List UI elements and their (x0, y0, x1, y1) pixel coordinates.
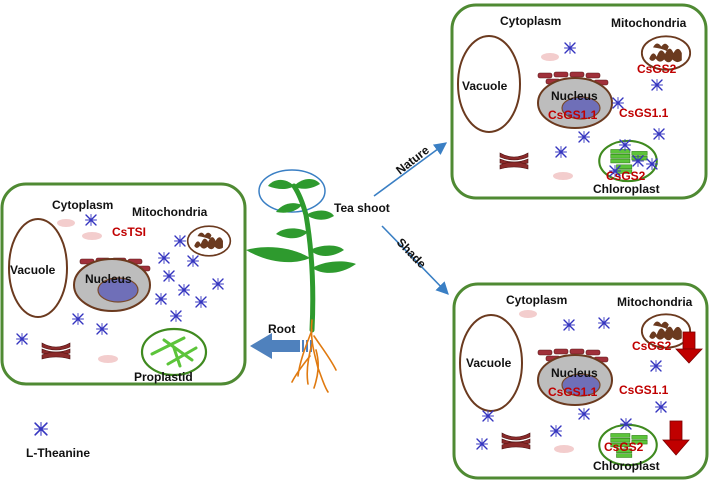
nature-nucleus-label: Nucleus (551, 89, 598, 103)
root-arrow-shape (250, 333, 300, 359)
theanine-icon (650, 360, 662, 372)
theanine-icon (476, 438, 488, 450)
root-arrow-label: Root (268, 322, 295, 336)
legend: L-Theanine (26, 422, 90, 460)
theanine-icon (612, 97, 624, 109)
shade-vacuole-label: Vacuole (466, 356, 512, 370)
shade-arrow-label: Shade (394, 235, 429, 271)
shade-nucleolus (561, 373, 601, 397)
nature-vesicles (541, 53, 573, 180)
theanine-icon (555, 146, 567, 158)
theanine-icon (96, 323, 108, 335)
theanine-icon (163, 270, 175, 282)
shade-mitochondria-label: Mitochondria (617, 295, 693, 309)
plant-roots (291, 319, 337, 393)
theanine-icon (178, 284, 190, 296)
tea-shoot-label: Tea shoot (334, 201, 390, 215)
theanine-icon (653, 128, 665, 140)
down-arrow-icon (662, 420, 690, 456)
theanine-icon (646, 158, 658, 170)
shade-cytoplasm-label: Cytoplasm (506, 293, 567, 307)
root-nucleolus (97, 277, 139, 303)
shade-arrow-line (381, 225, 449, 295)
root-proplastid-label: Proplastid (134, 370, 193, 384)
theanine-icon (482, 410, 494, 422)
theanine-icon (174, 235, 186, 247)
nature-arrow-line (373, 142, 448, 197)
legend-theanine-icon (34, 422, 48, 436)
theanine-icon (564, 42, 576, 54)
root-cytoplasm-label: Cytoplasm (52, 198, 113, 212)
tea-plant: Tea shoot (246, 169, 390, 393)
shade-arrow: Shade (381, 225, 449, 295)
nature-plastid-label: Chloroplast (593, 182, 660, 196)
nature-cytoplasm-label: Cytoplasm (500, 14, 561, 28)
root-arrow: Root (250, 322, 312, 359)
nature-mitochondria-label: Mitochondria (611, 16, 687, 30)
theanine-icon (598, 317, 610, 329)
root-cell: Cytoplasm Mitochondria CsTSI Vacuole Nuc… (0, 182, 247, 386)
theanine-icon (155, 293, 167, 305)
root-nucleus-label: Nucleus (85, 272, 132, 286)
theanine-icon (170, 310, 182, 322)
legend-label: L-Theanine (26, 446, 90, 460)
root-enzyme-cstsi: CsTSI (112, 225, 146, 239)
shade-mito-enzyme: CsGS2 (632, 339, 672, 353)
root-vesicles (57, 219, 118, 363)
theanine-icon (655, 401, 667, 413)
shade-plastid-label: Chloroplast (593, 459, 660, 473)
theanine-icon (620, 418, 632, 430)
shade-plastid-enzyme: CsGS2 (604, 440, 644, 454)
theanine-icon (212, 278, 224, 290)
down-arrow-icon (675, 331, 703, 364)
theanine-icon (550, 425, 562, 437)
theanine-icon (632, 155, 644, 167)
theanine-icon (651, 79, 663, 91)
nature-cell: Cytoplasm Mitochondria CsGS2 Vacuole Nuc… (450, 3, 708, 200)
proplastid-icon (140, 327, 208, 377)
nature-arrow: Nature (373, 142, 448, 197)
theanine-icon (195, 296, 207, 308)
root-mitochondria-label: Mitochondria (132, 205, 208, 219)
nature-arrow-label: Nature (393, 143, 432, 178)
shade-vesicles (519, 310, 574, 453)
tea-shoot-highlight (258, 169, 326, 213)
shade-vacuole (459, 314, 523, 412)
root-mitochondria-icon (186, 225, 232, 257)
plant-leaves (246, 179, 356, 273)
shade-nucleus-label: Nucleus (551, 366, 598, 380)
shade-cyto-enzyme: CsGS1.1 (619, 383, 669, 397)
theanine-icon (619, 139, 631, 151)
theanine-icon (72, 313, 84, 325)
theanine-icon (187, 255, 199, 267)
shade-nucleus-enzyme: CsGS1.1 (548, 385, 598, 399)
nature-mito-enzyme: CsGS2 (637, 62, 677, 76)
root-vacuole (8, 218, 68, 318)
theanine-icon (609, 165, 621, 177)
theanine-icon (158, 252, 170, 264)
plant-stem (291, 183, 316, 333)
theanine-icon (578, 408, 590, 420)
theanine-icon (16, 333, 28, 345)
theanine-icon (578, 131, 590, 143)
root-vacuole-label: Vacuole (10, 263, 56, 277)
shade-cell: Cytoplasm Mitochondria CsGS2 Vacuole Nuc… (452, 282, 709, 480)
nature-vacuole (457, 35, 521, 133)
nature-nucleus-enzyme: CsGS1.1 (548, 108, 598, 122)
nature-vacuole-label: Vacuole (462, 79, 508, 93)
theanine-icon (85, 214, 97, 226)
nature-cyto-enzyme: CsGS1.1 (619, 106, 669, 120)
theanine-icon (563, 319, 575, 331)
nature-nucleolus (561, 96, 601, 120)
